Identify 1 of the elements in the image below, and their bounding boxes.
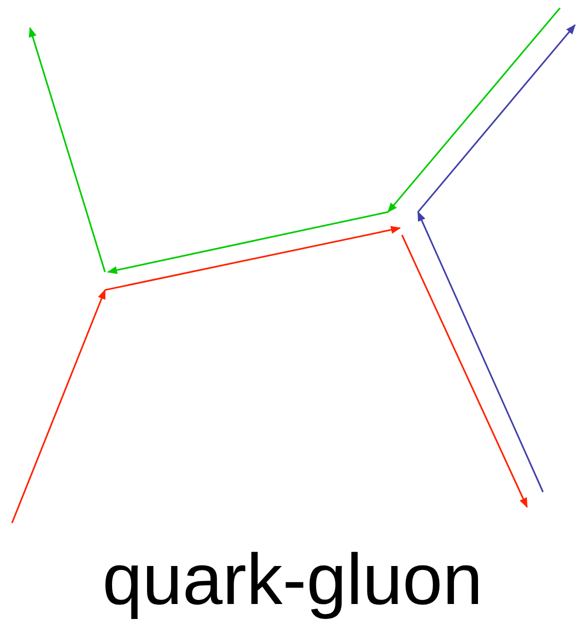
caption: quark-gluon	[101, 539, 484, 622]
